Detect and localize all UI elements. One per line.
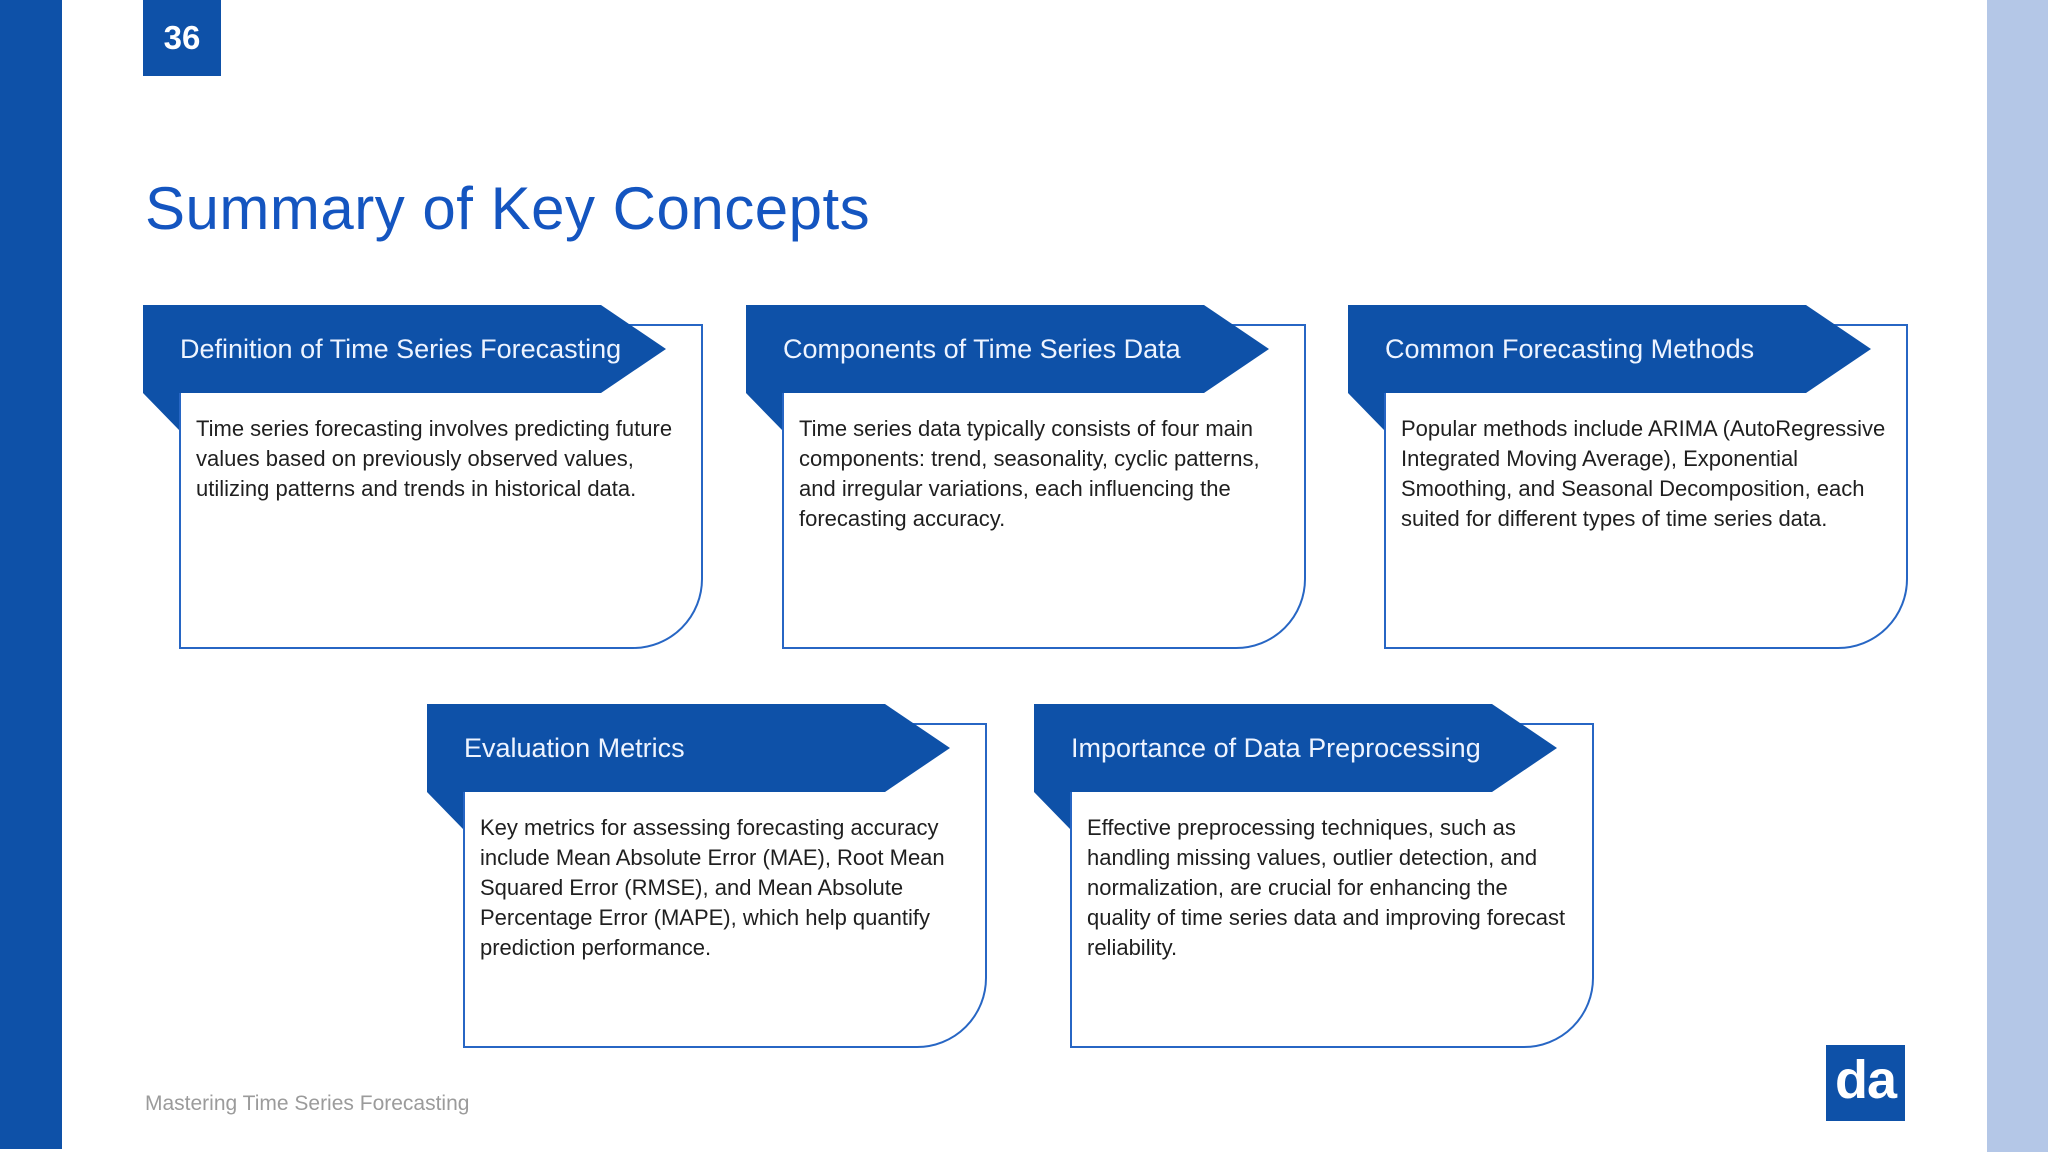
concept-card-ribbon: Definition of Time Series Forecasting — [143, 305, 666, 431]
concept-card-ribbon: Components of Time Series Data — [746, 305, 1269, 431]
concept-card-title: Components of Time Series Data — [783, 333, 1181, 364]
concept-card-title: Definition of Time Series Forecasting — [180, 333, 622, 364]
concept-card-description: Time series forecasting involves predict… — [196, 416, 673, 501]
right-accent-bar — [1987, 0, 2048, 1152]
ribbon-arrow-shape — [746, 305, 1269, 430]
concept-card: Popular methods include ARIMA (AutoRegre… — [1348, 305, 1908, 755]
ribbon-arrow-shape — [427, 704, 950, 829]
concept-card-description: Key metrics for assessing forecasting ac… — [480, 815, 945, 960]
ribbon-arrow-shape — [143, 305, 666, 430]
slide-number: 36 — [163, 19, 201, 56]
ribbon-arrow-shape — [1348, 305, 1871, 430]
footer-course-title: Mastering Time Series Forecasting — [145, 1092, 470, 1115]
concept-card: Time series data typically consists of f… — [746, 305, 1306, 755]
brand-logo: da — [1826, 1045, 1905, 1121]
concept-card: Time series forecasting involves predict… — [143, 305, 703, 755]
concept-card-title: Evaluation Metrics — [464, 732, 685, 763]
slide-title: Summary of Key Concepts — [145, 175, 871, 242]
concept-card-title: Common Forecasting Methods — [1385, 333, 1755, 364]
concept-card-description: Time series data typically consists of f… — [799, 416, 1260, 531]
concept-card-ribbon: Evaluation Metrics — [427, 704, 950, 830]
brand-logo-text: da — [1834, 1050, 1897, 1110]
concept-card-description: Effective preprocessing techniques, such… — [1087, 815, 1566, 960]
concept-card: Effective preprocessing techniques, such… — [1034, 704, 1594, 1154]
slide-number-badge: 36 — [143, 0, 221, 76]
concept-card: Key metrics for assessing forecasting ac… — [427, 704, 987, 1154]
concept-card-ribbon: Importance of Data Preprocessing — [1034, 704, 1557, 830]
concept-card-description: Popular methods include ARIMA (AutoRegre… — [1401, 416, 1886, 531]
concept-card-title: Importance of Data Preprocessing — [1071, 732, 1481, 763]
left-accent-bar — [0, 0, 62, 1149]
concept-card-ribbon: Common Forecasting Methods — [1348, 305, 1871, 431]
ribbon-arrow-shape — [1034, 704, 1557, 829]
